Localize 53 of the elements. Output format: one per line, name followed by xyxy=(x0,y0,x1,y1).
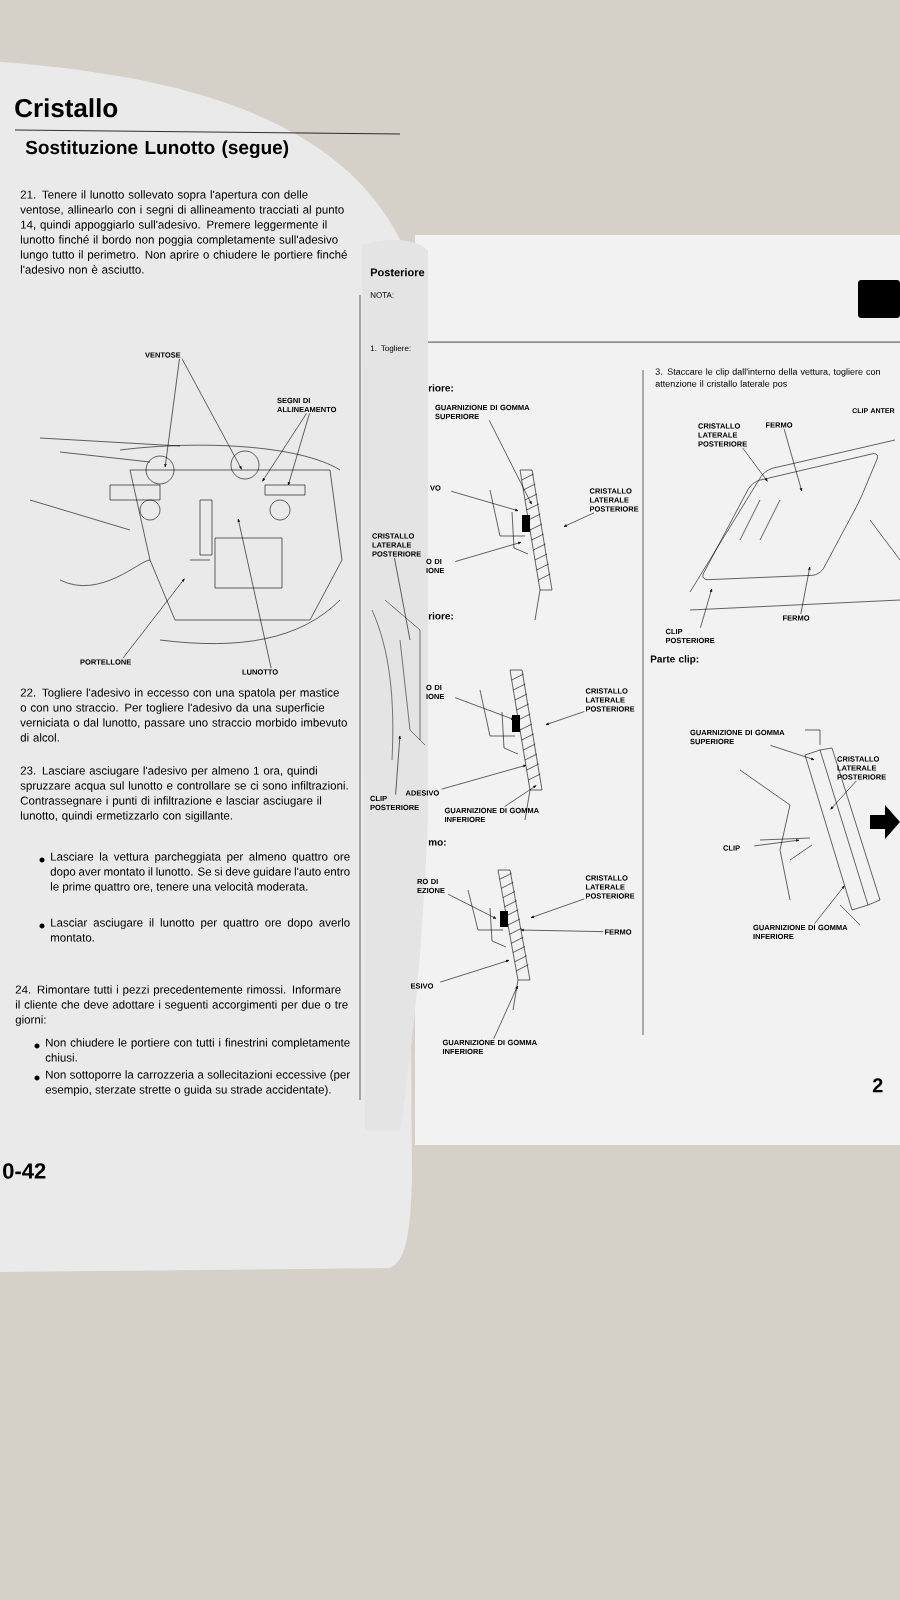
text: 3. Staccare le clip dall'interno della vettura, togliere con attenzione il cristallo laterale pos xyxy=(655,368,880,389)
text: 2 xyxy=(872,1078,883,1093)
text: Parte clip: xyxy=(650,655,699,665)
text: 21. Tenere il lunotto sollevato sopra l'apertura con delle ventose, allinearlo con i segni di allineamento tracciati al punto 14, quindi appoggiarlo sull'adesivo. Premere leggermente il lunotto finché il bordo non poggia completamente sull'adesivo lungo tutto il perimetro. Non aprire o chiudere le portiere finché l'adesivo non è asciutto. xyxy=(20,190,347,274)
bullet-item: Lasciare la vettura parcheggiata per almeno quattro ore dopo aver montato il lunotto. Se si deve guidare l'auto entro le prime quattro ore, tenere una velocità moderata. xyxy=(39,852,350,893)
leader-line xyxy=(770,745,815,760)
text: mo: xyxy=(428,840,446,846)
leader-line xyxy=(450,490,519,512)
text: riore: xyxy=(428,384,453,392)
bullet-item: Non sottoporre la carrozzeria a sollecitazioni eccessive (per esempio, sterzate strette o guida su strade accidentate). xyxy=(34,1070,350,1096)
leader-line xyxy=(493,985,518,1039)
leader-line xyxy=(753,839,800,847)
leader-line xyxy=(830,780,857,810)
bullet-item: Lasciar asciugare il lunotto per quattro ore dopo averlo montato. xyxy=(39,918,350,942)
leader-line xyxy=(520,928,604,932)
leader-line xyxy=(454,541,522,562)
text: NOTA: xyxy=(370,292,394,298)
leader-line xyxy=(447,893,497,919)
leader-line xyxy=(395,735,401,795)
pillar-drawing xyxy=(371,599,426,761)
text: 23. Lasciare asciugare l'adesivo per almeno 1 ora, quindi spruzzare acqua sul lunotto e controllare se ci sono infiltrazioni. Contrassegnare i punti di infiltrazione e lasciar asciugare il lunotto, quindi ermetizzarlo con sigillante. xyxy=(20,766,348,822)
leader-line xyxy=(563,512,595,527)
leader-line xyxy=(164,358,180,468)
text: Sostituzione Lunotto (segue) xyxy=(25,140,289,158)
leader-line xyxy=(237,518,272,669)
text: 22. Togliere l'adesivo in eccesso con una spatola per mastice o con uno straccio. Per togliere l'adesivo da una superficie verniciata o dal lunotto, passare uno straccio morbido imbevuto di alcol. xyxy=(20,688,347,742)
page-title: Cristallo xyxy=(15,98,118,118)
leader-line xyxy=(742,447,768,482)
leader-line xyxy=(394,557,411,641)
text: 1. Togliere: xyxy=(370,345,411,353)
leader-line xyxy=(783,428,803,492)
glass-section-drawing xyxy=(489,469,553,621)
leader-line xyxy=(800,566,811,615)
leader-line xyxy=(454,697,515,720)
car-rear-drawing xyxy=(29,437,343,644)
leader-line xyxy=(504,785,537,807)
leader-line xyxy=(814,885,845,924)
leader-line xyxy=(441,764,527,790)
text: Posteriore xyxy=(370,268,425,277)
leader-line xyxy=(530,898,585,918)
leader-line xyxy=(122,578,185,659)
leader-line xyxy=(545,711,585,725)
leader-line xyxy=(181,358,242,470)
leader-line xyxy=(439,960,510,983)
leader-line xyxy=(488,420,532,505)
text: 0-42 xyxy=(3,1163,46,1179)
side-window-drawing xyxy=(689,439,900,611)
leader-line xyxy=(700,588,713,628)
bullet-item: Non chiudere le portiere con tutti i finestrini completamente chiusi. xyxy=(34,1038,350,1062)
text: 24. Rimontare tutti i pezzi precedentemente rimossi. Informare il cliente che deve adottare i seguenti accorgimenti per due o tre giorni: xyxy=(15,985,348,1026)
leader-line xyxy=(287,413,310,486)
leader-line xyxy=(262,413,307,482)
glass-section-drawing xyxy=(467,869,531,1011)
